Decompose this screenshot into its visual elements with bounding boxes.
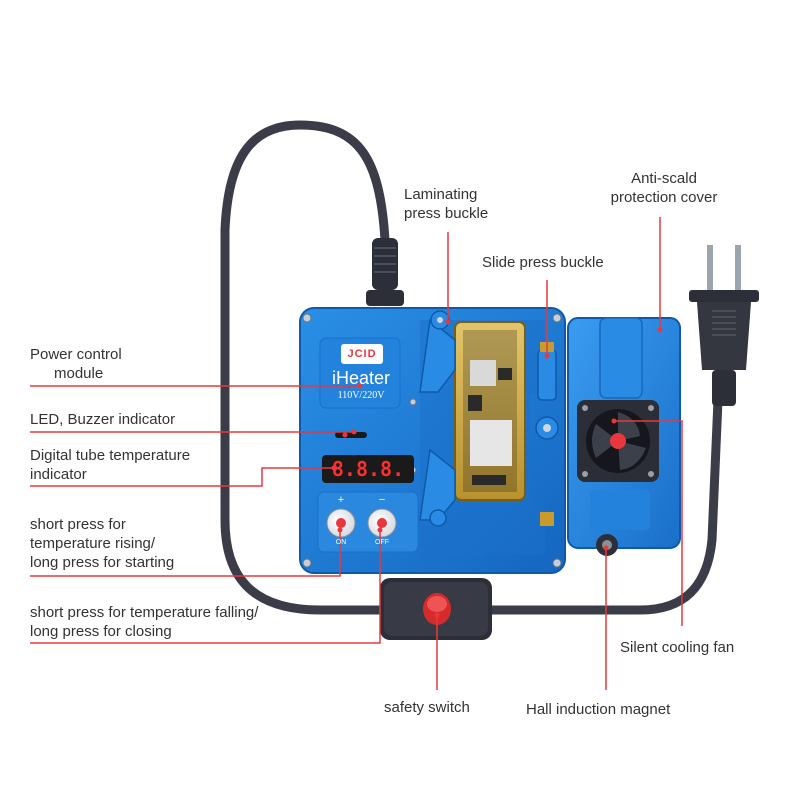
led-light xyxy=(342,432,348,438)
callout-safety-switch: safety switch xyxy=(384,698,470,717)
temp-up-dot xyxy=(336,518,346,528)
callout-anti-scald: Anti-scald protection cover xyxy=(596,169,732,207)
voltage-label: 110V/220V xyxy=(337,390,385,401)
callout-line-falling xyxy=(30,530,381,644)
callout-cooling-fan: Silent cooling fan xyxy=(620,638,734,657)
callout-text: protection cover xyxy=(610,189,718,206)
laminating-press-buckle xyxy=(419,310,456,527)
led-buzzer-indicator xyxy=(335,432,367,438)
callout-text: short press for xyxy=(30,516,126,533)
safety-switch[interactable] xyxy=(380,578,492,640)
callout-text: Hall induction magnet xyxy=(526,701,671,718)
callout-temp-falling: short press for temperature falling/ lon… xyxy=(30,603,258,641)
callout-laminating: Laminating press buckle xyxy=(404,185,488,223)
callout-digital-tube: Digital tube temperature indicator xyxy=(30,446,190,484)
callout-text: long press for closing xyxy=(30,623,172,640)
callout-text: Laminating xyxy=(404,186,478,203)
callout-text: Slide press buckle xyxy=(482,254,604,271)
callout-text: Silent cooling fan xyxy=(620,639,735,656)
callout-text: long press for starting xyxy=(30,554,175,571)
temp-down-dot xyxy=(377,518,387,528)
power-plug xyxy=(689,245,759,406)
callout-slide-press: Slide press buckle xyxy=(482,253,604,272)
callout-hall-magnet: Hall induction magnet xyxy=(526,700,670,719)
callout-power-control: Power control module xyxy=(30,345,122,383)
fan-bracket xyxy=(590,490,650,530)
callout-text: indicator xyxy=(30,466,87,483)
callout-text: Anti-scald xyxy=(631,170,697,187)
cable-strain-relief xyxy=(366,238,404,306)
callout-temp-rising: short press for temperature rising/ long… xyxy=(30,515,174,572)
minus-label: − xyxy=(378,494,386,506)
cooling-fan-icon xyxy=(577,400,659,482)
callout-dots xyxy=(331,319,663,618)
callout-lines xyxy=(30,217,683,690)
callout-line-tube xyxy=(30,467,334,487)
callout-text: LED, Buzzer indicator xyxy=(30,411,176,428)
callout-text: Power control xyxy=(30,346,122,363)
brand-logo: JCID xyxy=(347,348,377,360)
plus-label: + xyxy=(337,494,345,506)
callout-text: module xyxy=(54,365,104,382)
callout-text: Digital tube temperature xyxy=(30,447,191,464)
power-control-module xyxy=(319,337,401,409)
callout-line-rising xyxy=(30,530,341,577)
temperature-readout: 8.8.8. xyxy=(331,457,405,481)
off-label: OFF xyxy=(375,539,389,546)
callout-text: temperature rising/ xyxy=(30,535,156,552)
callout-text: short press for temperature falling/ xyxy=(30,604,259,621)
digital-tube-display xyxy=(322,455,414,483)
callout-text: press buckle xyxy=(404,205,489,222)
callout-line-fan xyxy=(614,420,683,626)
callout-led-buzzer: LED, Buzzer indicator xyxy=(30,410,175,429)
callout-text: safety switch xyxy=(384,699,470,716)
screws xyxy=(302,313,562,568)
on-label: ON xyxy=(335,539,347,546)
product-name: iHeater xyxy=(331,368,391,388)
